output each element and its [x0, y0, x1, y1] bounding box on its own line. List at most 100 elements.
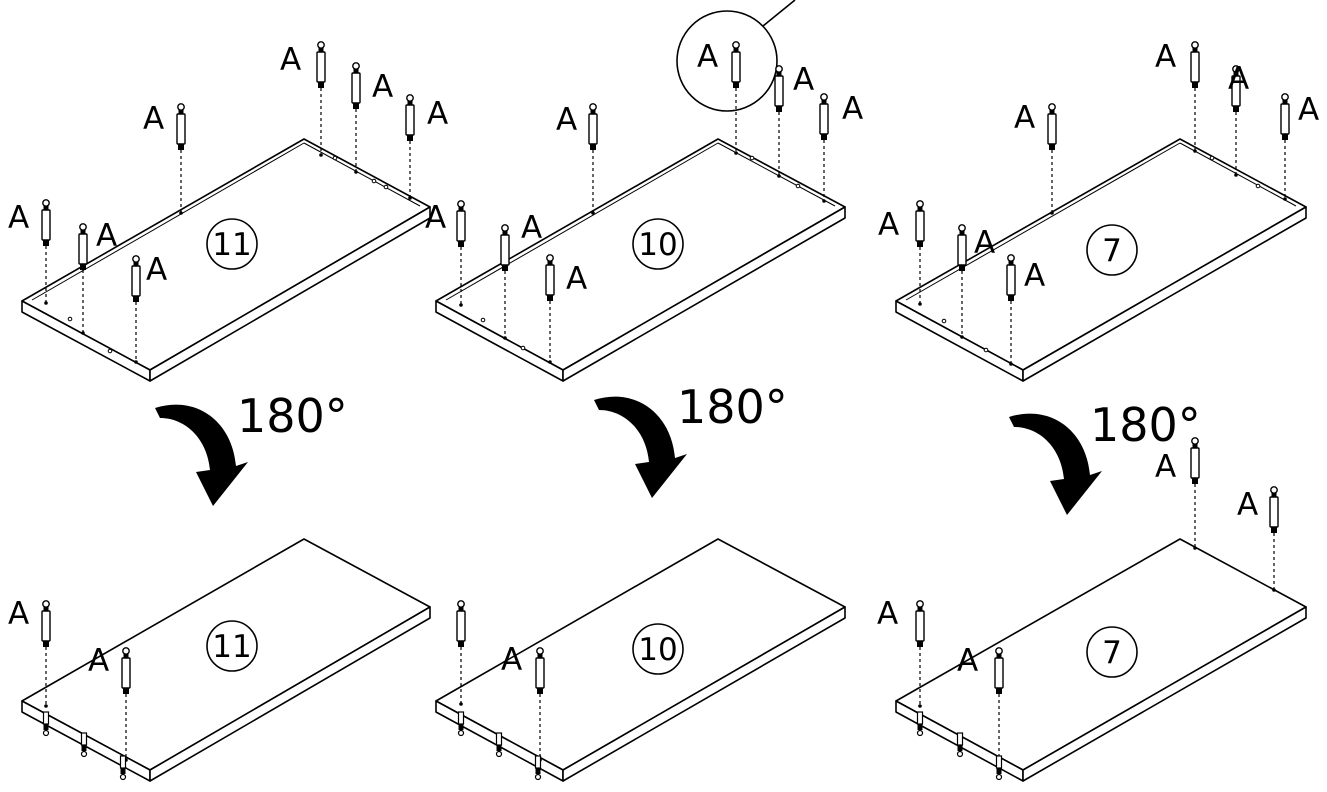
rotation-label: 180° [677, 380, 788, 434]
part-label-a: A [143, 101, 164, 137]
drill-hole [983, 347, 989, 353]
dowel-icon [80, 732, 88, 758]
step-column-2: 10 10 180° [435, 0, 846, 782]
part-label-a: A [877, 596, 898, 632]
board-number: 7 [1102, 233, 1122, 269]
part-label-a: A [372, 69, 393, 105]
part-label-a: A [957, 643, 978, 679]
drill-hole [332, 155, 338, 161]
step-column-1: 11 11 180° [21, 138, 431, 782]
part-label-a: A [556, 102, 577, 138]
dowel-icon [534, 755, 542, 781]
part-label-a: A [280, 42, 301, 78]
part-label-a: A [427, 96, 448, 132]
dowel-icon [1280, 93, 1290, 201]
part-label-a: A [146, 252, 167, 288]
part-label-a: A [842, 91, 863, 127]
dowel-icon [1047, 103, 1057, 215]
board-number-badge: 10 [632, 218, 684, 270]
dowel-icon [42, 711, 50, 737]
part-label-a: A [878, 207, 899, 243]
drill-hole [1255, 183, 1261, 189]
board-number-badge: 7 [1086, 224, 1138, 276]
dowel-icon [588, 103, 598, 215]
part-label-a: A [1155, 449, 1176, 485]
drill-hole [107, 348, 113, 354]
part-label-a: A [697, 39, 718, 75]
board-number: 7 [1102, 635, 1122, 671]
dowel-icon [500, 224, 510, 340]
drill-hole [371, 178, 377, 184]
dowel-icon [535, 647, 545, 762]
rotate-arrow-icon [1009, 413, 1102, 515]
part-label-a: A [1228, 61, 1249, 97]
dowel-icon [915, 200, 925, 306]
dowel-icon [316, 41, 326, 157]
part-label-a: A [1014, 100, 1035, 136]
part-label-a: A [521, 210, 542, 246]
dowel-icon [731, 41, 741, 155]
dowel-icon [41, 199, 51, 305]
board-number-badge: 11 [206, 620, 258, 672]
dowel-icon [956, 732, 964, 758]
part-label-a: A [501, 642, 522, 678]
board-number: 11 [212, 227, 251, 263]
dowel-icon [78, 223, 88, 335]
dowel-icon [819, 93, 829, 203]
dowel-icon [915, 600, 925, 708]
board-number-badge: 11 [206, 218, 258, 270]
dowel-icon [176, 103, 186, 215]
part-label-a: A [1024, 258, 1045, 294]
dowel-icon [1190, 437, 1200, 550]
dowel-icon [131, 255, 141, 364]
dowel-icon [119, 755, 127, 781]
dowel-icon [1190, 41, 1200, 153]
dowel-icon [456, 600, 466, 706]
drill-hole [749, 155, 755, 161]
drill-hole [795, 183, 801, 189]
dowel-icon [1269, 486, 1279, 592]
dowel-icon [774, 65, 784, 178]
board-number-badge: 10 [632, 623, 684, 675]
rotate-arrow-icon [155, 404, 248, 506]
part-label-a: A [8, 200, 29, 236]
dowel-icon [121, 647, 131, 762]
part-label-a: A [1298, 92, 1319, 128]
board-number: 10 [638, 227, 677, 263]
dowel-icon [1231, 65, 1241, 177]
drill-hole [383, 184, 389, 190]
part-label-a: A [566, 261, 587, 297]
part-label-a: A [974, 225, 995, 261]
drill-hole [1209, 155, 1215, 161]
detail-magnifier-icon [676, 0, 796, 112]
drill-hole [67, 316, 73, 322]
board-number: 10 [638, 632, 677, 668]
dowel-icon [916, 711, 924, 737]
rotation-label: 180° [1090, 398, 1201, 452]
dowel-icon [495, 732, 503, 758]
dowel-icon [405, 94, 415, 200]
dowel-icon [456, 200, 466, 307]
part-label-a: A [1237, 487, 1258, 523]
board-number-badge: 7 [1086, 626, 1138, 678]
part-label-a: A [96, 218, 117, 254]
part-label-a: A [88, 643, 109, 679]
part-label-a: A [793, 62, 814, 98]
dowel-icon [1006, 254, 1016, 366]
part-label-a: A [8, 596, 29, 632]
dowel-icon [995, 755, 1003, 781]
dowel-icon [457, 711, 465, 737]
board-number: 11 [212, 629, 251, 665]
dowel-icon [545, 254, 555, 364]
dowel-icon [351, 62, 361, 174]
drill-hole [480, 317, 486, 323]
dowel-icon [957, 224, 967, 339]
drill-hole [941, 318, 947, 324]
dowel-icon [41, 600, 51, 708]
part-label-a: A [425, 200, 446, 236]
rotate-arrow-icon [594, 396, 687, 498]
rotation-label: 180° [237, 389, 348, 443]
